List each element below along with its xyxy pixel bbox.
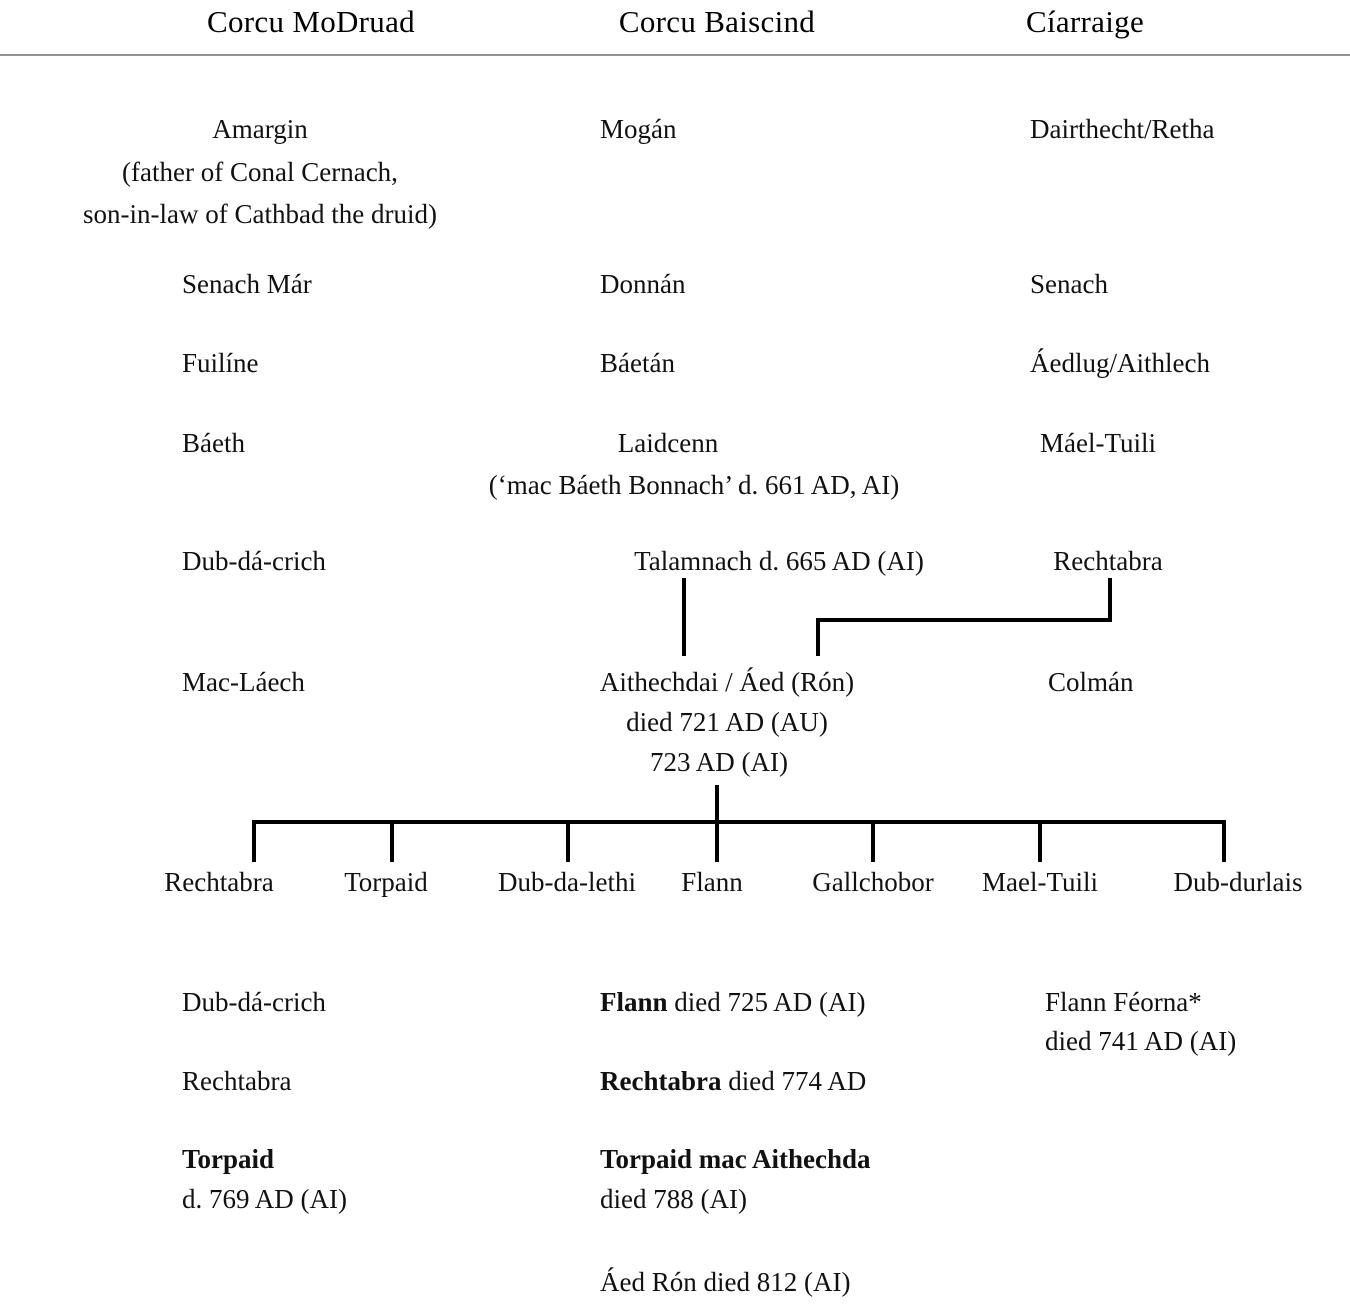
person-senach-mar: Senach Már — [182, 269, 312, 299]
person-mogan: Mogán — [600, 114, 677, 144]
person-dairthecht-retha: Dairthecht/Retha — [1030, 114, 1215, 144]
person-rechtabra-gen5: Rechtabra — [1053, 546, 1163, 576]
person-aithechdai-aed-ron: Aithechdai / Áed (Rón) — [599, 667, 855, 697]
descendant-baiscind-rechtabra-name: Rechtabra — [600, 1066, 722, 1096]
person-amargin: Amargin — [212, 114, 308, 144]
connector-talamnach-to-aithechdai — [682, 578, 686, 656]
person-baetan: Báetán — [600, 348, 675, 378]
connector-sibling-drop-dub-durlais — [1222, 820, 1226, 862]
connector-sibling-drop-flann — [715, 820, 719, 862]
sibling-flann: Flann — [681, 867, 743, 897]
descendant-baiscind-flann-death: died 725 AD (AI) — [667, 987, 866, 1017]
sibling-mael-tuili: Mael-Tuili — [981, 867, 1099, 897]
person-aedlug-aithlech: Áedlug/Aithlech — [1030, 348, 1210, 378]
connector-rechtabra-drop — [1108, 578, 1112, 622]
descendant-baiscind-torpaid-note: died 788 (AI) — [600, 1184, 747, 1214]
connector-sibling-drop-mael-tuili — [1038, 820, 1042, 862]
header-divider — [0, 54, 1350, 56]
descendant-baiscind-flann: Flann died 725 AD (AI) — [600, 983, 866, 1021]
descendant-modruad-rechtabra: Rechtabra — [182, 1066, 292, 1096]
descendant-baiscind-aed-ron: Áed Rón died 812 (AI) — [600, 1267, 851, 1297]
column-header-corcu-modruad: Corcu MoDruad — [207, 4, 415, 39]
person-laidcenn: Laidcenn — [617, 428, 719, 458]
connector-sibling-drop-dub-da-lethi — [566, 820, 570, 862]
person-talamnach: Talamnach d. 665 AD (AI) — [634, 546, 924, 576]
descendant-baiscind-rechtabra: Rechtabra died 774 AD — [600, 1062, 866, 1100]
connector-sibling-drop-gallchobor — [871, 820, 875, 862]
descendant-baiscind-flann-name: Flann — [600, 987, 668, 1017]
person-aithechdai-note-2: 723 AD (AI) — [650, 747, 788, 777]
connector-rechtabra-to-aithechdai — [816, 618, 820, 656]
person-amargin-note-2: son-in-law of Cathbad the druid) — [83, 199, 437, 229]
connector-aithechdai-stem — [715, 785, 719, 824]
person-aithechdai-note-1: died 721 AD (AU) — [626, 707, 828, 737]
person-mael-tuili: Máel-Tuili — [1040, 428, 1157, 458]
sibling-gallchobor: Gallchobor — [812, 867, 934, 897]
descendant-modruad-torpaid: Torpaid — [182, 1144, 275, 1174]
column-header-corcu-baiscind: Corcu Baiscind — [618, 4, 816, 39]
sibling-dub-da-lethi: Dub-da-lethi — [498, 867, 636, 897]
connector-sibling-drop-rechtabra — [252, 820, 256, 862]
descendant-baiscind-rechtabra-death: died 774 AD — [721, 1066, 867, 1096]
descendant-ciarraige-flann-feorna-note: died 741 AD (AI) — [1045, 1026, 1237, 1056]
descendant-baiscind-torpaid-mac-aithechda: Torpaid mac Aithechda — [600, 1144, 871, 1174]
sibling-dub-durlais: Dub-durlais — [1173, 867, 1303, 897]
connector-sibling-crossbar — [252, 820, 1226, 824]
person-donnan: Donnán — [600, 269, 686, 299]
descendant-modruad-dub-da-crich: Dub-dá-crich — [182, 987, 326, 1017]
person-fuiline: Fuilíne — [182, 348, 259, 378]
person-colman: Colmán — [1048, 667, 1134, 697]
person-baeth: Báeth — [182, 428, 245, 458]
sibling-torpaid: Torpaid — [344, 867, 428, 897]
connector-sibling-drop-torpaid — [390, 820, 394, 862]
column-header-ciarraige: Cíarraige — [1025, 4, 1145, 39]
descendant-modruad-torpaid-note: d. 769 AD (AI) — [182, 1184, 347, 1214]
descendant-ciarraige-flann-feorna: Flann Féorna* — [1045, 987, 1202, 1017]
sibling-rechtabra: Rechtabra — [164, 867, 274, 897]
person-mac-laech: Mac-Láech — [182, 667, 305, 697]
person-senach: Senach — [1030, 269, 1108, 299]
connector-rechtabra-crossbar — [816, 618, 1112, 622]
person-dub-da-crich-gen5: Dub-dá-crich — [182, 546, 326, 576]
person-amargin-note-1: (father of Conal Cernach, — [122, 157, 398, 187]
person-laidcenn-note: (‘mac Báeth Bonnach’ d. 661 AD, AI) — [488, 470, 900, 500]
